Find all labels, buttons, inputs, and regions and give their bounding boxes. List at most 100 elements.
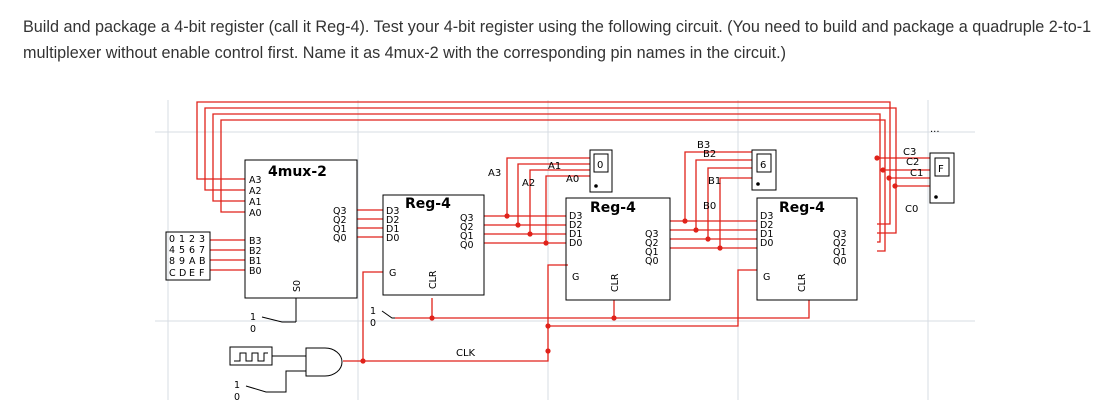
- key-6[interactable]: 6: [189, 245, 195, 256]
- display2-label-b1: B1: [708, 176, 721, 187]
- key-8[interactable]: 8: [169, 256, 175, 267]
- reg2-pin-g: G: [572, 272, 579, 283]
- reg1-pin-d2: D2: [386, 215, 399, 226]
- reg3-pin-d2: D2: [760, 220, 773, 231]
- mux-pin-s0: S0: [292, 280, 303, 292]
- and-gate: [305, 347, 343, 377]
- enable-switch-one: 1: [234, 380, 240, 391]
- display2-label-b0: B0: [703, 201, 716, 212]
- reg3-title: Reg-4: [779, 200, 825, 216]
- reg1-pin-q0: Q0: [460, 240, 474, 251]
- reg1-pin-clr: CLR: [428, 270, 439, 289]
- key-2[interactable]: 2: [189, 234, 195, 245]
- reg1-pin-q2: Q2: [460, 222, 474, 233]
- display3-label-c1: C1: [910, 168, 923, 179]
- mux-pin-a0: A0: [249, 208, 262, 219]
- reg3-pin-d3: D3: [760, 211, 773, 222]
- clear-switch-zero: 0: [370, 318, 376, 329]
- mux-pin-a1: A1: [249, 197, 262, 208]
- display1-label-a3: A3: [488, 168, 501, 179]
- hex-keypad[interactable]: 0 1 2 3 4 5 6 7 8 9 A B C D E F: [165, 231, 211, 281]
- reg1-pin-q1: Q1: [460, 231, 474, 242]
- reg2-pin-q2: Q2: [645, 238, 659, 249]
- hex-display-1: 0 A3 A2 A1 A0: [488, 149, 613, 193]
- key-b[interactable]: B: [199, 256, 206, 267]
- reg3-pin-q0: Q0: [833, 256, 847, 267]
- junction-dots: [360, 155, 898, 364]
- reg1-pin-q3: Q3: [460, 213, 474, 224]
- clear-switch[interactable]: 1 0: [370, 306, 395, 329]
- key-0[interactable]: 0: [169, 234, 175, 245]
- register-1[interactable]: Reg-4 D3 D2 D1 D0 Q3 Q2 Q1 Q0 G CLR: [382, 194, 485, 296]
- key-c[interactable]: C: [169, 268, 176, 279]
- reg2-pin-clr: CLR: [610, 273, 621, 292]
- display1-label-a1: A1: [548, 161, 561, 172]
- display3-label-c3: C3: [903, 147, 916, 158]
- problem-text: Build and package a 4-bit register (call…: [23, 18, 1092, 62]
- reg2-pin-d0: D0: [569, 238, 582, 249]
- register-3[interactable]: Reg-4 D3 D2 D1 D0 Q3 Q2 Q1 Q0 G CLR: [756, 197, 858, 301]
- mux-pin-q1: Q1: [333, 224, 347, 235]
- reg2-pin-q1: Q1: [645, 247, 659, 258]
- reg2-title: Reg-4: [590, 200, 636, 216]
- key-4[interactable]: 4: [169, 245, 175, 256]
- enable-switch[interactable]: 1 0: [234, 370, 306, 403]
- reg3-pin-g: G: [763, 272, 770, 283]
- display3-value: F: [938, 164, 944, 175]
- select-switch-zero: 0: [250, 324, 256, 335]
- mux-pin-b3: B3: [249, 236, 262, 247]
- clock-generator[interactable]: [229, 346, 306, 366]
- key-9[interactable]: 9: [179, 256, 185, 267]
- reg1-pin-d3: D3: [386, 206, 399, 217]
- hex-display-3: F C3 C2 C1 C0: [903, 147, 955, 215]
- reg1-pin-d1: D1: [386, 224, 399, 235]
- reg3-pin-q2: Q2: [833, 238, 847, 249]
- reg3-pin-d0: D0: [760, 238, 773, 249]
- mux-pin-b2: B2: [249, 246, 262, 257]
- clear-switch-one: 1: [370, 306, 376, 317]
- select-switch-one: 1: [250, 312, 256, 323]
- mux-pin-a2: A2: [249, 186, 262, 197]
- display1-label-a2: A2: [522, 178, 535, 189]
- key-e[interactable]: E: [189, 268, 195, 279]
- key-1[interactable]: 1: [179, 234, 185, 245]
- key-5[interactable]: 5: [179, 245, 185, 256]
- display2-value: 6: [760, 160, 766, 171]
- key-7[interactable]: 7: [199, 245, 205, 256]
- display1-value: 0: [597, 160, 603, 171]
- key-3[interactable]: 3: [199, 234, 205, 245]
- hex-display-2: 6 B3 B2 B1 B0: [697, 140, 777, 212]
- clk-label: CLK: [456, 348, 476, 359]
- reg1-pin-g: G: [389, 268, 396, 279]
- reg2-pin-q0: Q0: [645, 256, 659, 267]
- mux-pin-b1: B1: [249, 256, 262, 267]
- display2-label-b3: B3: [697, 140, 710, 151]
- reg3-pin-clr: CLR: [797, 273, 808, 292]
- display2-label-b2: B2: [703, 149, 716, 160]
- display1-label-a0: A0: [566, 174, 579, 185]
- mux-pin-b0: B0: [249, 266, 262, 277]
- reg3-pin-d1: D1: [760, 229, 773, 240]
- reg3-pin-q3: Q3: [833, 229, 847, 240]
- reg2-pin-d3: D3: [569, 211, 582, 222]
- enable-switch-zero: 0: [234, 392, 240, 403]
- key-a[interactable]: A: [189, 256, 196, 267]
- problem-statement: Build and package a 4-bit register (call…: [23, 14, 1098, 66]
- mux-title: 4mux-2: [268, 164, 327, 180]
- key-f[interactable]: F: [199, 268, 204, 279]
- reg1-title: Reg-4: [405, 196, 451, 212]
- reg1-pin-d0: D0: [386, 233, 399, 244]
- mux-component[interactable]: 4mux-2 A3 A2 A1 A0 B3 B2 B1 B0 Q3 Q2 Q1 …: [244, 159, 358, 322]
- reg2-pin-q3: Q3: [645, 229, 659, 240]
- mux-pin-q2: Q2: [333, 215, 347, 226]
- select-switch[interactable]: 1 0: [250, 312, 296, 335]
- key-d[interactable]: D: [179, 268, 186, 279]
- mux-pin-q0: Q0: [333, 233, 347, 244]
- display3-label-c0: C0: [905, 204, 918, 215]
- wiring: [196, 101, 930, 362]
- ellipsis-icon[interactable]: ...: [930, 124, 940, 135]
- canvas-grid: [155, 100, 975, 400]
- reg2-pin-d1: D1: [569, 229, 582, 240]
- register-2[interactable]: Reg-4 D3 D2 D1 D0 Q3 Q2 Q1 Q0 G CLR: [565, 197, 671, 301]
